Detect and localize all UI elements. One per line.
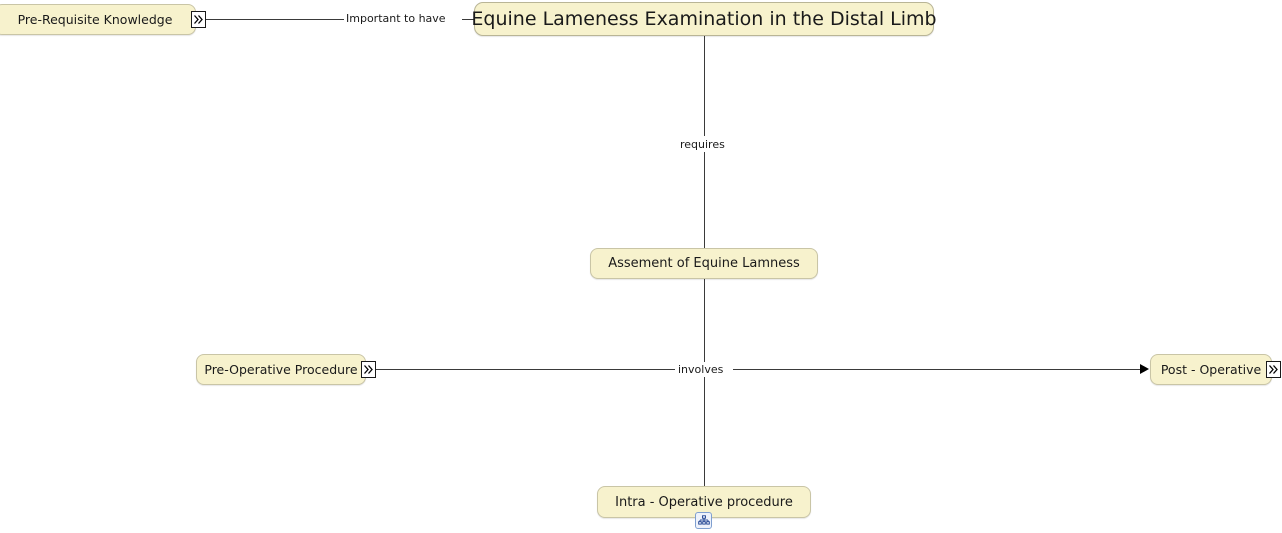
node-label-root: Equine Lameness Examination in the Dista…: [471, 8, 937, 30]
node-label-pre-operative-procedure: Pre-Operative Procedure: [204, 362, 358, 377]
edge-label-requires: requires: [678, 138, 727, 151]
node-label-pre-requisite-knowledge: Pre-Requisite Knowledge: [17, 12, 173, 27]
arrowhead-to-post-operative: [1140, 364, 1149, 374]
double-chevron-right-icon[interactable]: [191, 11, 206, 28]
double-chevron-right-icon[interactable]: [361, 361, 376, 378]
connector-involves-to-intra-operative: [704, 377, 705, 486]
edge-label-involves: involves: [676, 363, 726, 376]
node-pre-operative-procedure[interactable]: Pre-Operative Procedure: [196, 354, 366, 385]
node-label-post-operative: Post - Operative: [1160, 362, 1262, 377]
connector-prerequisite-to-root-left: [202, 19, 344, 20]
connector-preop-to-involves: [372, 369, 675, 370]
node-pre-requisite-knowledge[interactable]: Pre-Requisite Knowledge: [0, 4, 196, 35]
connector-involves-to-postop: [733, 369, 1140, 370]
connector-root-to-assement-upper: [704, 36, 705, 136]
node-root-equine-lameness-examination[interactable]: Equine Lameness Examination in the Dista…: [471, 2, 937, 36]
node-assement-of-equine-lamness[interactable]: Assement of Equine Lamness: [590, 248, 818, 279]
double-chevron-right-icon[interactable]: [1266, 361, 1281, 378]
connector-root-to-assement-lower: [704, 152, 705, 248]
connector-assement-to-involves: [704, 279, 705, 362]
hierarchy-tree-icon[interactable]: [695, 512, 712, 529]
node-post-operative[interactable]: Post - Operative: [1150, 354, 1272, 385]
connector-prerequisite-to-root-right: [462, 19, 474, 20]
node-label-intra-operative-procedure: Intra - Operative procedure: [615, 494, 793, 510]
edge-label-important-to-have: Important to have: [344, 12, 448, 25]
node-label-assement-of-equine-lamness: Assement of Equine Lamness: [608, 256, 800, 271]
